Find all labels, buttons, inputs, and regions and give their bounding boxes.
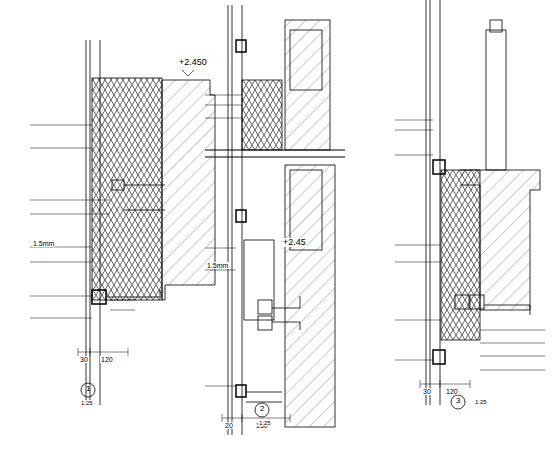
drawing-label: 20 [224, 422, 234, 429]
drawing-label: 30 [422, 388, 432, 395]
drawing-label: 1 [85, 385, 91, 393]
drawing-label: 3 [455, 397, 461, 405]
drawing-label: 120 [445, 388, 459, 395]
drawing-label: 1:25 [80, 400, 94, 406]
drawing-label: +2.45 [282, 238, 307, 247]
drawing-label: 1.5mm [32, 240, 55, 247]
drawing-label: 120 [100, 356, 114, 363]
drawing-label: 2 [259, 405, 265, 413]
drawing-label: 30 [79, 356, 89, 363]
drawing-label: 1.5mm [206, 262, 229, 269]
drawing-label: 1:25 [258, 420, 272, 426]
drawing-label: 1:25 [474, 399, 488, 405]
drawing-label: +2.450 [178, 58, 208, 67]
